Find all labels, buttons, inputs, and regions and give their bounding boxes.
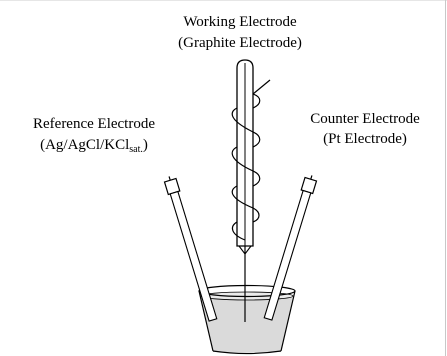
counter-electrode [263, 175, 318, 321]
reference-electrode-subtitle-end: ) [142, 137, 148, 153]
counter-electrode-label: Counter Electrode (Pt Electrode) [290, 111, 440, 148]
electrolyte [200, 291, 294, 352]
reference-electrode-wire [168, 176, 171, 181]
counter-electrode-title: Counter Electrode [310, 111, 420, 127]
reference-electrode-subtitle-sub: sat. [129, 144, 143, 155]
counter-electrode-wire [310, 175, 313, 180]
reference-electrode-label: Reference Electrode (Ag/AgCl/KClsat.) [4, 116, 184, 158]
counter-electrode-body [263, 189, 312, 321]
beaker [198, 284, 296, 355]
frame-top-border [0, 0, 447, 1]
working-electrode [231, 59, 271, 322]
frame-right-border [445, 0, 446, 356]
reference-electrode-body [169, 190, 218, 322]
working-electrode-title: Working Electrode [183, 14, 297, 30]
working-electrode-label: Working Electrode (Graphite Electrode) [150, 14, 330, 52]
counter-electrode-subtitle: (Pt Electrode) [323, 131, 407, 147]
reference-electrode-title: Reference Electrode [33, 116, 155, 132]
working-electrode-coil [231, 79, 271, 241]
working-electrode-subtitle: (Graphite Electrode) [178, 35, 302, 51]
reference-electrode-subtitle-main: (Ag/AgCl/KCl [40, 137, 130, 153]
reference-electrode-subtitle: (Ag/AgCl/KClsat.) [4, 137, 184, 158]
reference-electrode [163, 176, 218, 322]
